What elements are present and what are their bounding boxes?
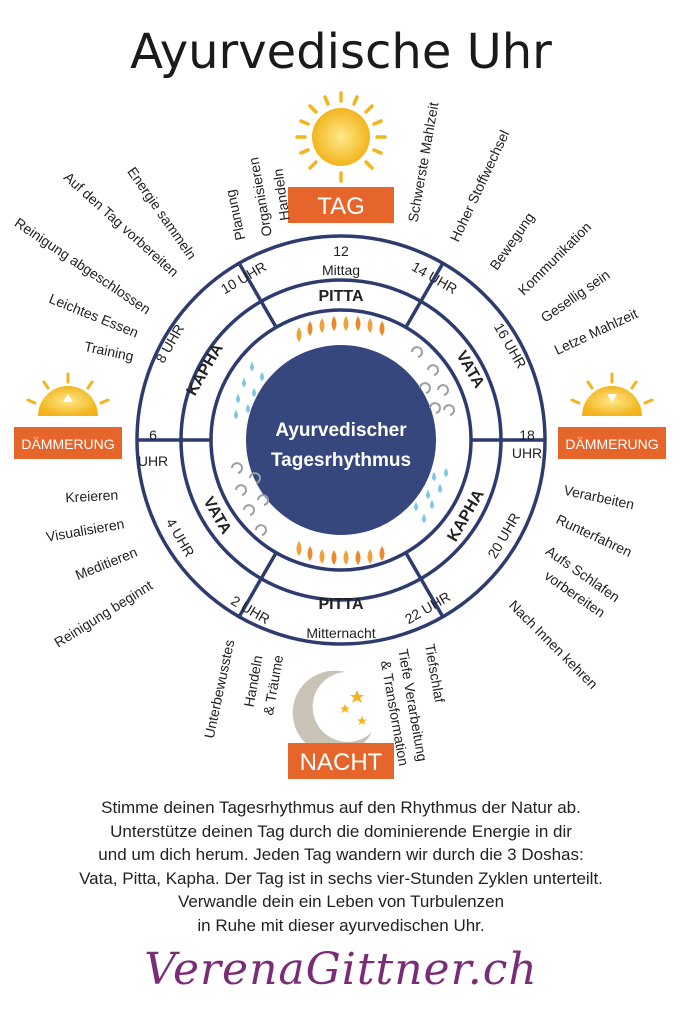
wind-swirl-icon	[231, 462, 269, 536]
activity-verarbeiten: Verarbeiten	[562, 482, 635, 513]
hour-18: 18	[519, 427, 535, 443]
description-line: und um dich herum. Jeden Tag wandern wir…	[98, 845, 584, 864]
daemmerung-badge-left	[14, 427, 122, 459]
description: Stimme deinen Tagesrhythmus auf den Rhyt…	[20, 796, 662, 937]
daemmerung-badge-right-label: DÄMMERUNG	[565, 436, 658, 452]
sunset-icon	[570, 372, 654, 416]
activity-training: Training	[83, 338, 135, 364]
activity-organisieren: Organisieren	[245, 156, 275, 238]
segment-dividers	[137, 262, 545, 618]
sun-icon	[295, 91, 387, 183]
brand-logo-text[interactable]: VerenaGittner.ch	[144, 944, 538, 995]
hour-18-uhr: UHR	[512, 445, 542, 461]
activity-letze-mahlzeit: Letze Mahlzeit	[552, 305, 641, 358]
nacht-badge-label: NACHT	[300, 749, 383, 776]
center-title-line-1: Ayurvedischer	[275, 420, 407, 441]
activity-meditieren: Meditieren	[73, 544, 140, 583]
center-disk	[246, 345, 436, 535]
activity-hoher-stoffwechsel: Hoher Stoffwechsel	[447, 128, 513, 245]
dosha-pitta-top: PITTA	[318, 288, 363, 305]
water-drop-icon	[234, 362, 264, 419]
dosha-pitta-bottom: PITTA	[318, 596, 363, 613]
flame-icon	[296, 316, 385, 342]
flame-icon	[296, 541, 385, 565]
description-line: Verwandle dein ein Leben von Turbulenzen	[177, 892, 505, 911]
tag-badge-label: TAG	[317, 193, 365, 220]
activity-reinigung-beginnt: Reinigung beginnt	[51, 577, 155, 650]
hour-mittag: Mittag	[322, 262, 360, 278]
description-line: Stimme deinen Tagesrhythmus auf den Rhyt…	[101, 798, 581, 817]
hour-12: 12	[333, 243, 349, 259]
activity-bewegung: Bewegung	[486, 209, 537, 272]
activity-kreieren: Kreieren	[65, 487, 119, 506]
daemmerung-badge-left-label: DÄMMERUNG	[21, 436, 114, 452]
daemmerung-badge-right	[558, 427, 666, 459]
activity-handeln: Handeln	[269, 168, 292, 222]
activity-visualisieren: Visualisieren	[45, 515, 126, 544]
tag-badge	[288, 187, 394, 223]
activity-planung: Planung	[222, 188, 248, 242]
water-drop-icon	[414, 468, 448, 523]
center-title-line-2: Tagesrhythmus	[271, 450, 411, 471]
description-line: Vata, Pitta, Kapha. Der Tag ist in sechs…	[79, 868, 603, 888]
nacht-badge	[288, 743, 394, 779]
description-line: in Ruhe mit dieser ayurvedischen Uhr.	[197, 915, 485, 935]
moon-icon	[292, 670, 372, 755]
page-title: Ayurvedische Uhr	[130, 24, 552, 80]
activity-tiefschlaf: Tiefschlaf	[422, 642, 448, 703]
activity-schwerste-mahlzeit: Schwerste Mahlzeit	[405, 101, 442, 223]
activity-unterbewusstes: Unterbewusstes	[201, 638, 238, 740]
hour-6-uhr: UHR	[138, 453, 168, 469]
wind-swirl-icon	[411, 346, 455, 416]
description-line: Unterstütze deinen Tag durch die dominie…	[110, 821, 572, 841]
sunrise-icon	[26, 372, 110, 416]
hour-6: 6	[149, 427, 157, 443]
hour-mitternacht: Mitternacht	[306, 625, 375, 641]
